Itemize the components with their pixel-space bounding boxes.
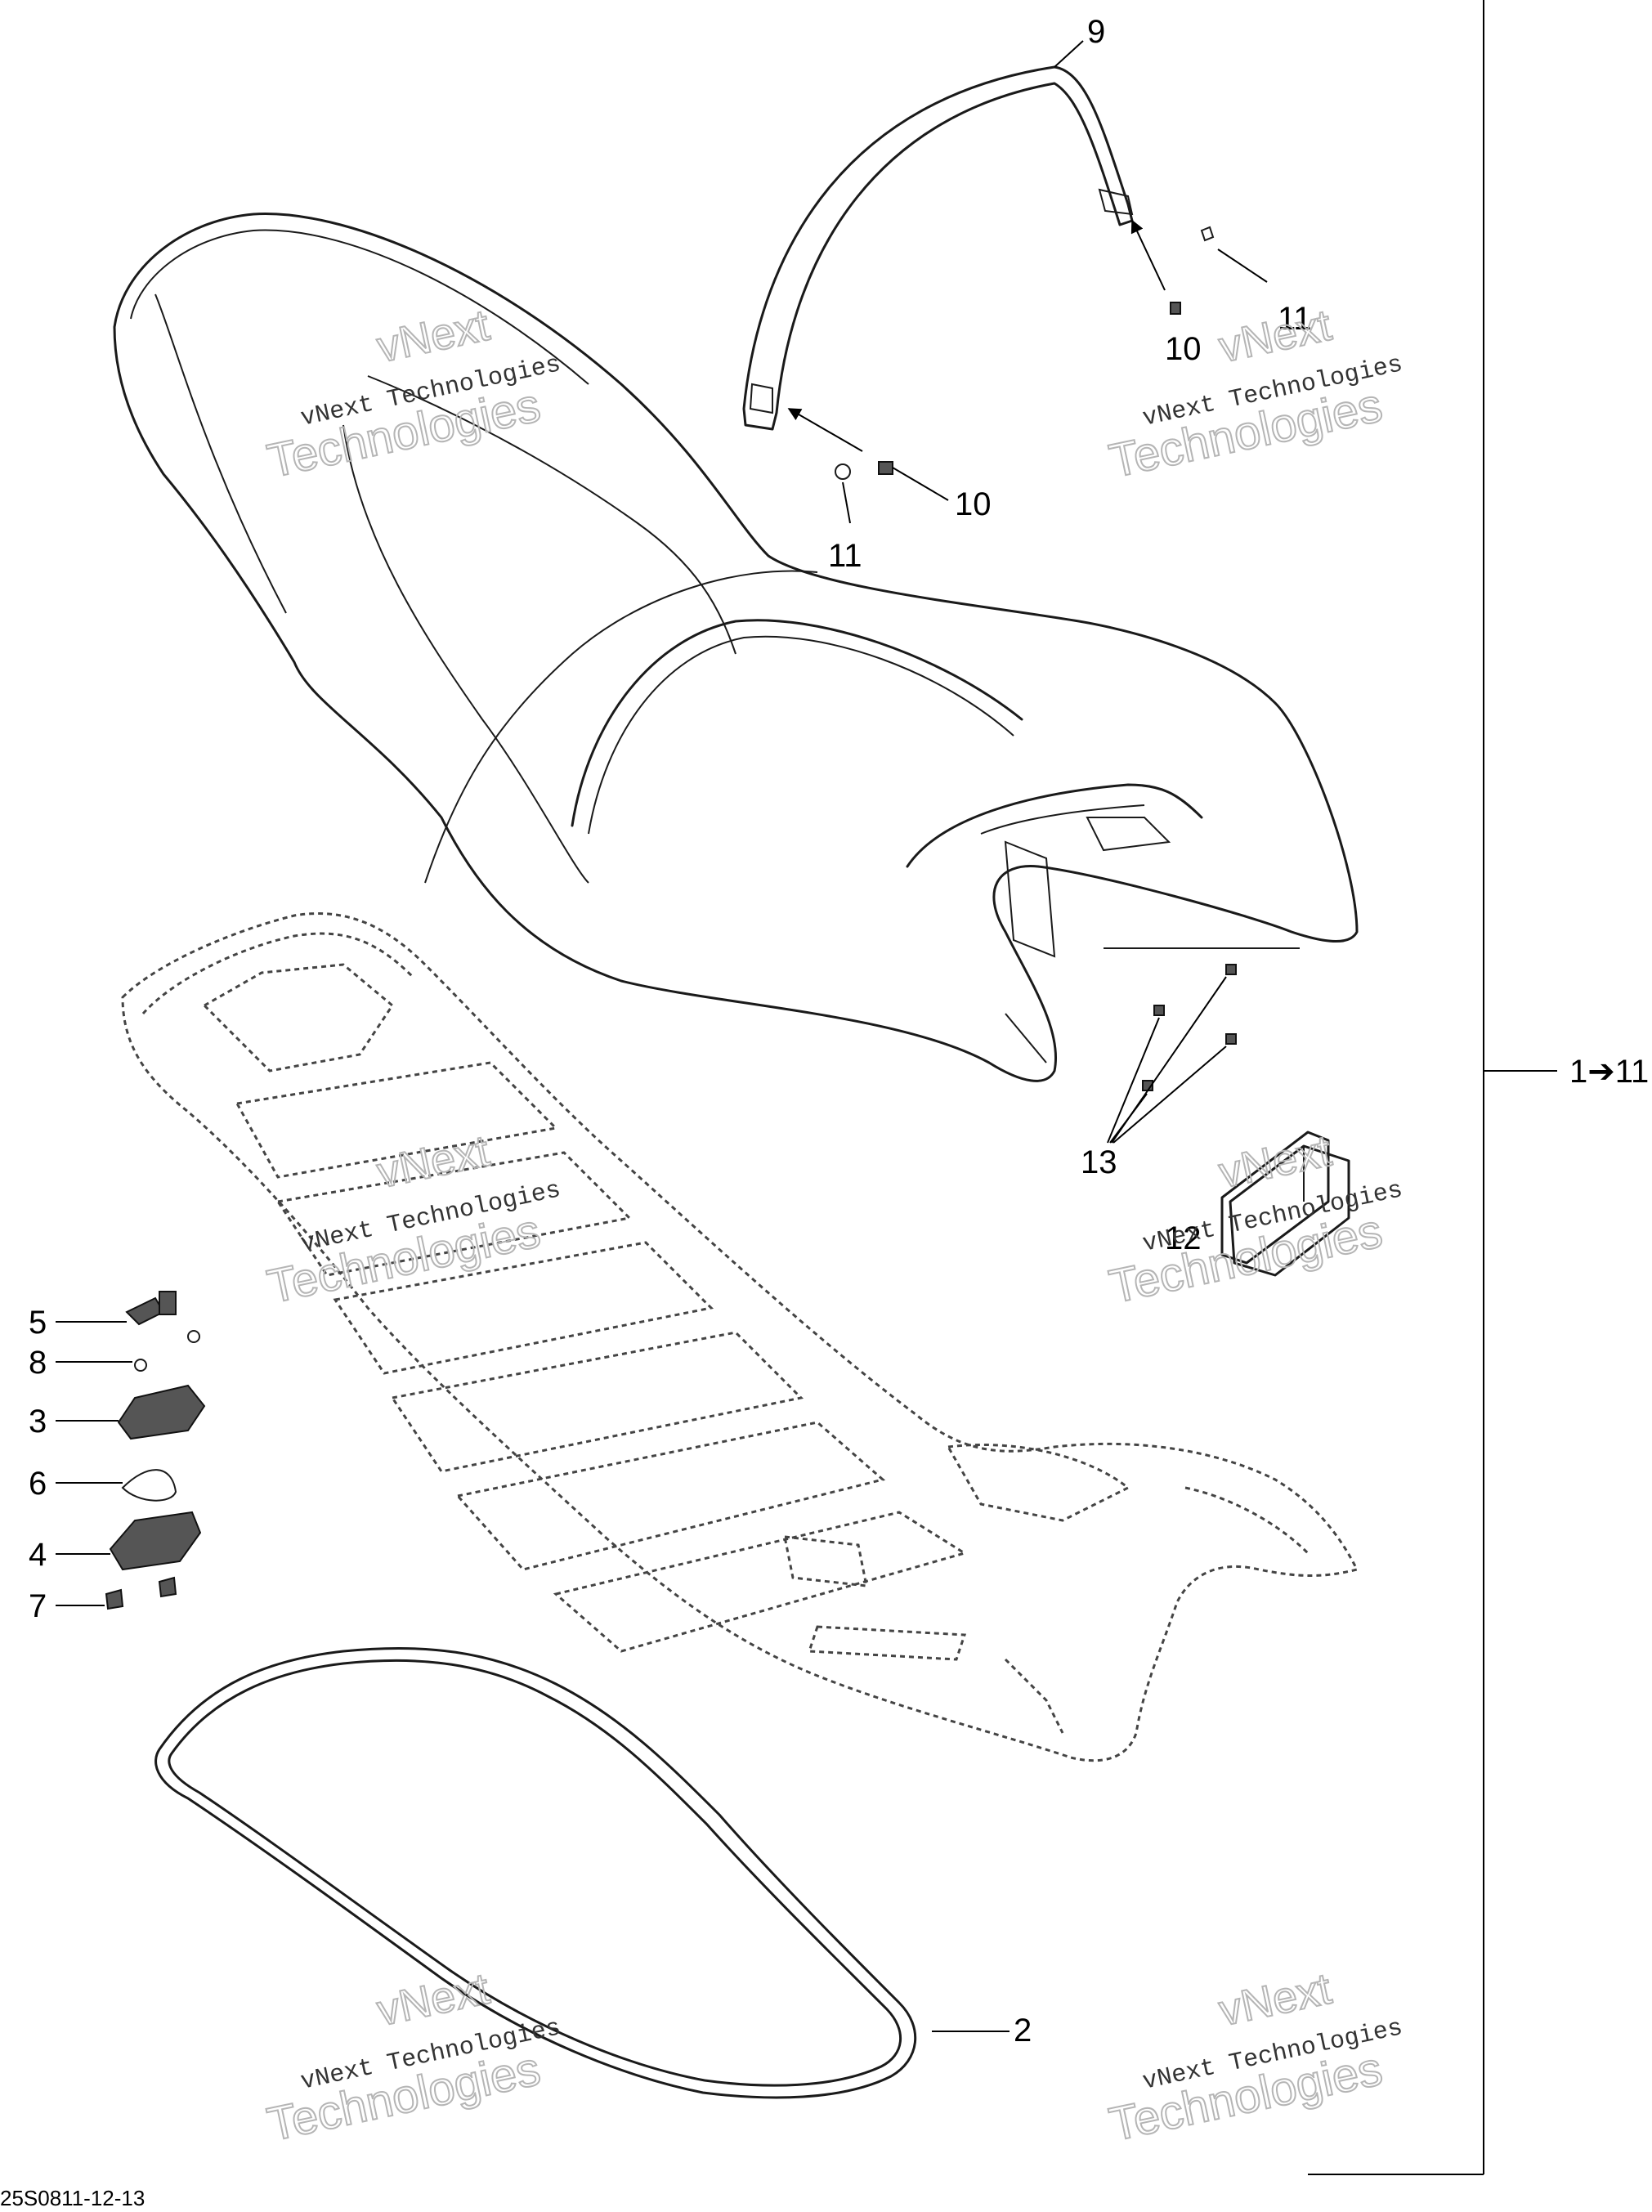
- grab-strap: [742, 65, 1134, 431]
- callout-11b: 11: [1278, 301, 1312, 337]
- diagram-code: 25S0811-12-13: [0, 2186, 145, 2210]
- storage-box: [1107, 964, 1350, 1277]
- callout-1: 1➔11: [1569, 1054, 1649, 1090]
- latch-hardware: [105, 1291, 206, 1610]
- left-leaders: [56, 40, 1084, 2032]
- callout-2: 2: [1014, 2013, 1032, 2049]
- strap-fasteners: [787, 219, 1268, 524]
- watermark-6: vNext vNext Technologies Technologies: [1104, 1963, 1405, 2152]
- callout-8: 8: [29, 1345, 47, 1381]
- callout-4: 4: [29, 1537, 47, 1573]
- svg-text:vNext: vNext: [1215, 1964, 1336, 2035]
- watermark-1: vNext vNext Technologies Technologies: [262, 300, 563, 489]
- svg-text:vNext: vNext: [373, 1964, 494, 2035]
- watermark-3: vNext vNext Technologies Technologies: [262, 1126, 563, 1314]
- callout-12: 12: [1165, 1220, 1202, 1256]
- group-bracket: [1308, 0, 1557, 2175]
- svg-text:vNext: vNext: [373, 1126, 494, 1198]
- callout-6: 6: [29, 1466, 47, 1502]
- watermark-2: vNext vNext Technologies Technologies: [1104, 300, 1405, 489]
- callout-10a: 10: [955, 486, 992, 522]
- seat-cover: [113, 213, 1359, 1082]
- callout-13: 13: [1081, 1144, 1117, 1180]
- watermark-4: vNext vNext Technologies Technologies: [1104, 1126, 1405, 1314]
- callout-7: 7: [29, 1588, 47, 1624]
- watermark-5: vNext vNext Technologies Technologies: [262, 1963, 563, 2152]
- callout-9: 9: [1087, 14, 1105, 50]
- seat-base: [121, 912, 1359, 1762]
- svg-text:vNext: vNext: [373, 301, 494, 372]
- svg-text:vNext: vNext: [1215, 1126, 1336, 1198]
- svg-text:vNext: vNext: [1215, 301, 1336, 372]
- callout-5: 5: [29, 1305, 47, 1341]
- callout-labels: 1➔11 2 3 4 5 6 7 8 9 10 10 11 11 12 13: [29, 14, 1649, 2049]
- callout-10b: 10: [1165, 331, 1202, 367]
- callout-3: 3: [29, 1404, 47, 1440]
- callout-11a: 11: [828, 538, 862, 574]
- gasket: [154, 1646, 917, 2099]
